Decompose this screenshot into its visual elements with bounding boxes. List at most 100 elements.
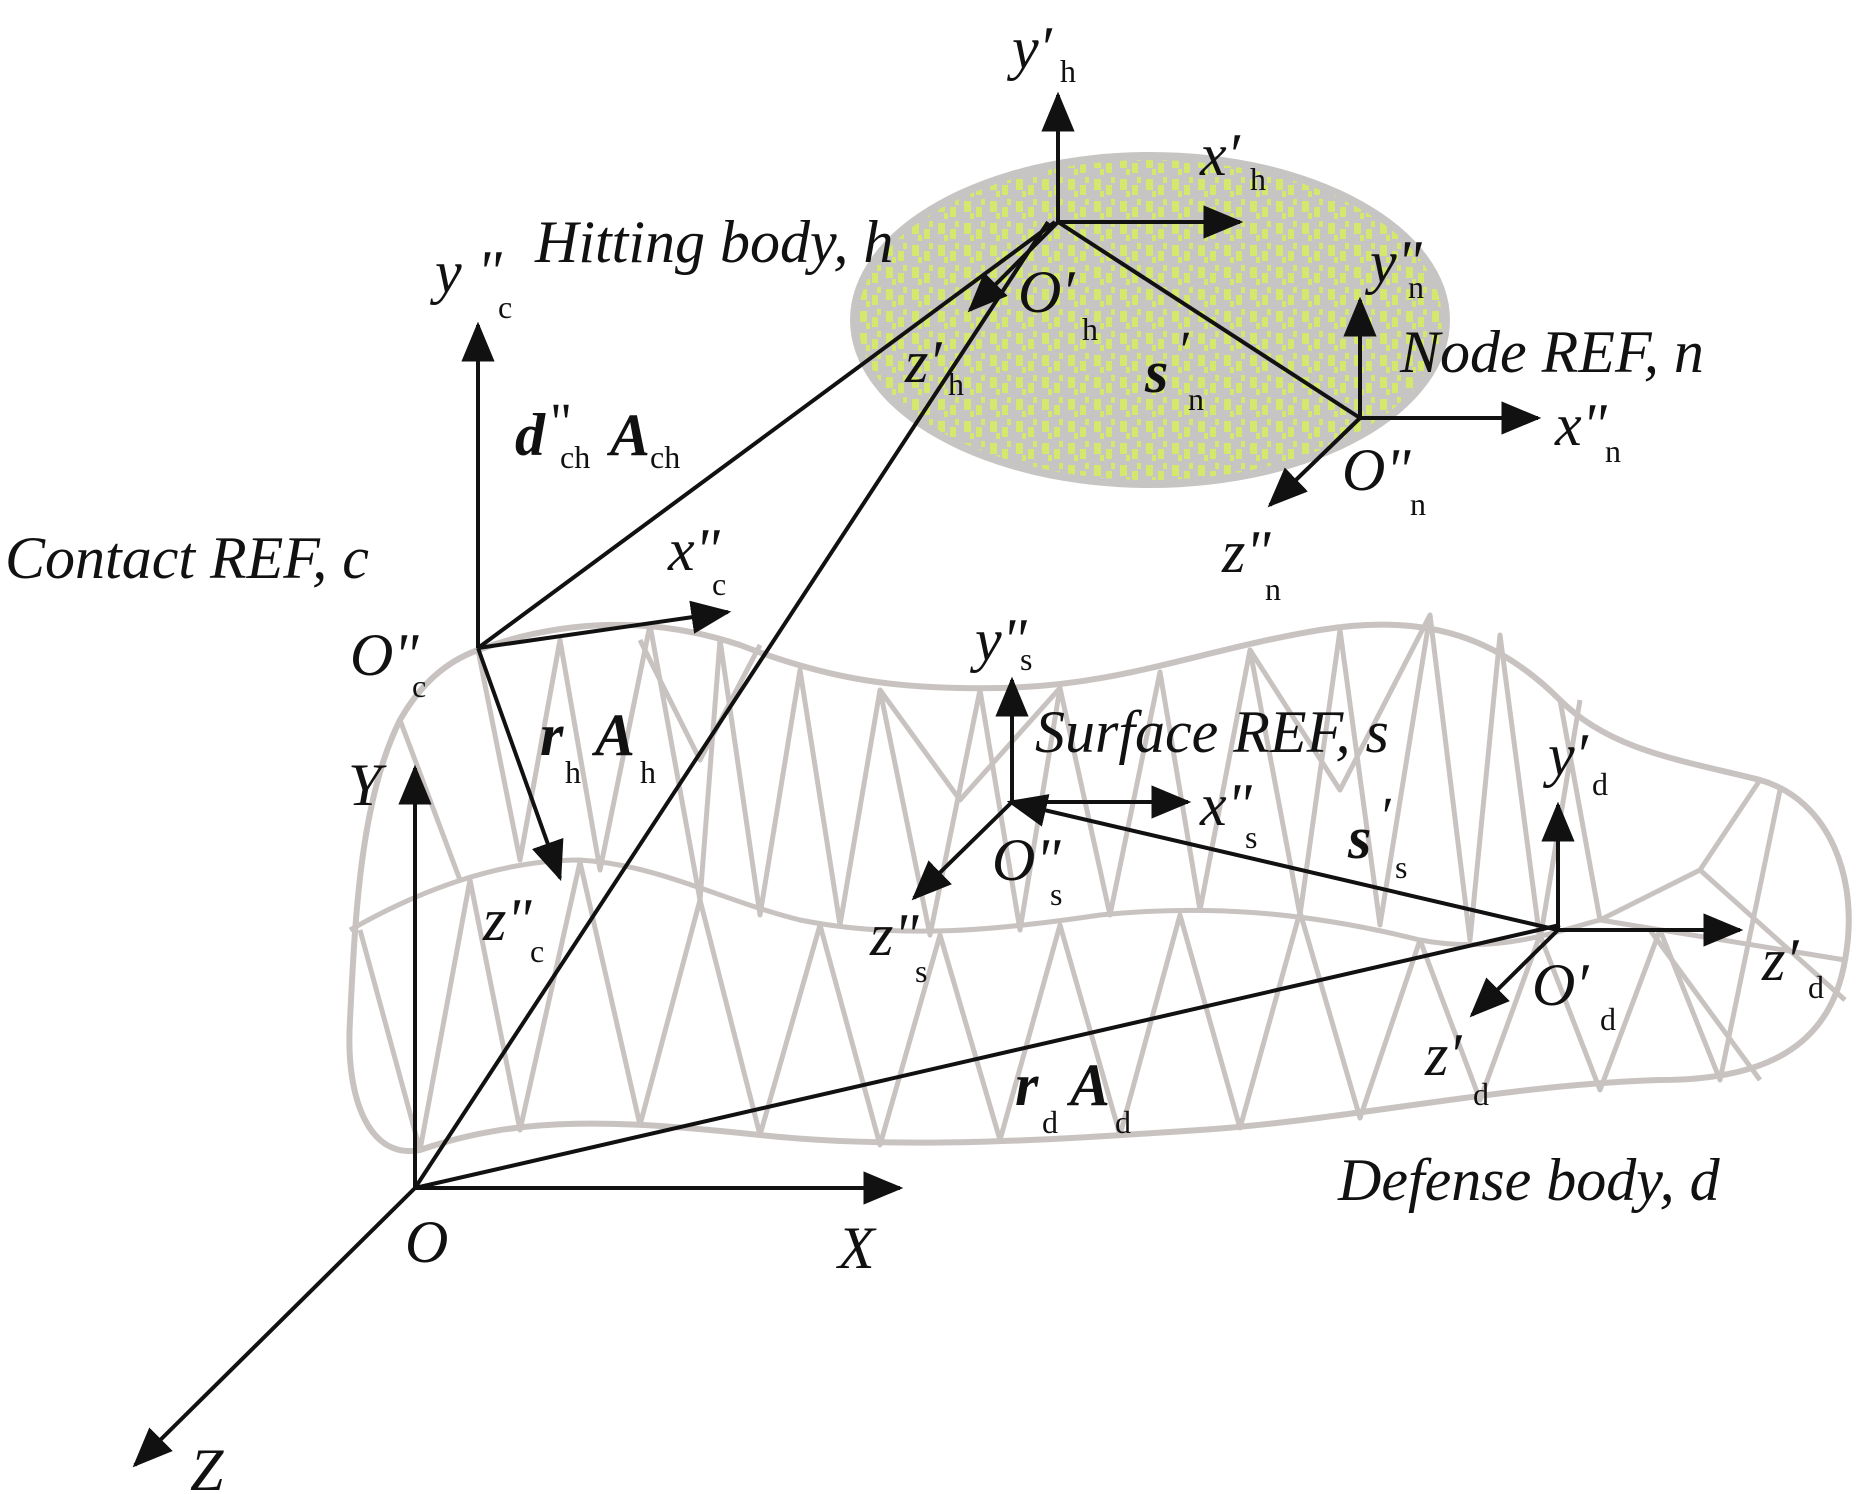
svg-text:c: c [412, 668, 426, 704]
svg-text:d: d [1115, 1104, 1131, 1140]
svg-text:s: s [1144, 339, 1168, 405]
frame-d-y-label: y′ d [1542, 722, 1608, 802]
svg-text:y′: y′ [1542, 722, 1589, 788]
frame-h-x-label: x′ h [1199, 122, 1266, 197]
svg-text:A: A [591, 702, 635, 768]
svg-text:s: s [1347, 805, 1371, 871]
svg-text:x": x" [1199, 772, 1253, 838]
svg-text:z′: z′ [1761, 927, 1799, 993]
svg-text:c: c [712, 566, 726, 602]
frame-s-x-label: x" s [1199, 772, 1257, 855]
svg-text:s: s [915, 953, 927, 989]
frame-c-x-label: x" c [667, 517, 726, 602]
svg-text:s: s [1050, 876, 1062, 912]
contact-ref-label: Contact REF, c [5, 525, 369, 591]
hitting-body [850, 152, 1450, 488]
body-labels: Hitting body, h Defense body, d Contact … [5, 209, 1721, 1213]
global-origin-label: O [405, 1209, 448, 1275]
d-ch-vector-label: d " ch A ch [515, 392, 680, 475]
frame-n-y-label: y" n [1364, 229, 1424, 305]
node-ref-label: Node REF, n [1399, 319, 1704, 385]
svg-text:y ": y " [429, 239, 503, 305]
svg-text:y′: y′ [1006, 15, 1053, 81]
svg-text:A: A [1066, 1052, 1110, 1118]
svg-text:y": y" [969, 607, 1028, 673]
svg-text:O′: O′ [1532, 952, 1589, 1018]
global-frame-labels: Y X Z O [190, 752, 877, 1494]
svg-text:A: A [606, 402, 650, 468]
defense-body-label: Defense body, d [1337, 1147, 1721, 1213]
svg-text:d: d [1592, 766, 1608, 802]
defense-frame-axes [1469, 801, 1744, 1018]
svg-text:d: d [1473, 1076, 1489, 1112]
svg-text:x′: x′ [1199, 122, 1241, 188]
hitting-frame-labels: y′ h x′ h z′ h O′ h [904, 15, 1266, 402]
vector-labels: d " ch A ch r h A h r d A d s ′ n s ′ s [515, 320, 1407, 1140]
s-n-vector-label: s ′ n [1144, 320, 1204, 417]
frame-s-z-label: z" s [869, 902, 927, 989]
svg-text:z′: z′ [1424, 1022, 1462, 1088]
svg-text:y": y" [1364, 229, 1423, 295]
svg-text:′: ′ [1180, 320, 1192, 380]
svg-text:r: r [1015, 1052, 1039, 1118]
position-vectors [413, 220, 1561, 1190]
s-s-vector-label: s ′ s [1347, 786, 1407, 885]
svg-text:x": x" [1554, 392, 1608, 458]
node-frame-axes [1267, 296, 1542, 508]
svg-text:n: n [1408, 269, 1424, 305]
svg-text:h: h [565, 754, 581, 790]
r-d-vector-label: r d A d [1015, 1052, 1131, 1140]
svg-text:z": z" [1221, 519, 1271, 585]
global-x-label: X [836, 1215, 877, 1281]
frame-s-y-label: y" s [969, 607, 1032, 677]
svg-text:d: d [1042, 1104, 1058, 1140]
svg-text:s: s [1245, 819, 1257, 855]
svg-text:h: h [1250, 161, 1266, 197]
contact-frame-axes [461, 321, 732, 882]
frame-c-z-label: z" c [482, 887, 544, 969]
frame-s-origin-label: O" s [992, 827, 1062, 912]
frame-n-origin-label: O" n [1342, 437, 1426, 522]
frame-h-z-label: z′ h [904, 329, 964, 402]
svg-text:n: n [1188, 381, 1204, 417]
svg-text:n: n [1410, 486, 1426, 522]
svg-text:r: r [540, 702, 564, 768]
contact-frame-labels: y " c x" c z" c O" c [350, 239, 726, 969]
frame-h-origin-label: O′ h [1018, 259, 1098, 347]
svg-text:n: n [1605, 433, 1621, 469]
frame-d-z-label: z′ d [1424, 1022, 1489, 1112]
svg-text:h: h [640, 754, 656, 790]
svg-text:s: s [1020, 641, 1032, 677]
surface-frame-axes [911, 676, 1192, 901]
hitting-frame-axes [967, 91, 1244, 313]
frame-h-y-label: y′ h [1006, 15, 1076, 89]
svg-text:O": O" [350, 622, 419, 688]
svg-text:c: c [498, 289, 512, 325]
frame-c-y-label: y " c [429, 239, 512, 325]
svg-text:h: h [948, 366, 964, 402]
global-frame-axes [132, 764, 904, 1468]
surface-frame-labels: y" s x" s z" s O" s [869, 607, 1257, 989]
frame-c-origin-label: O" c [350, 622, 426, 704]
svg-text:O": O" [1342, 437, 1411, 503]
node-frame-labels: y" n x" n z" n O" n [1221, 229, 1621, 607]
svg-text:ch: ch [650, 439, 680, 475]
svg-text:O": O" [992, 827, 1061, 893]
svg-text:x": x" [667, 517, 721, 583]
svg-text:d: d [1600, 1001, 1616, 1037]
global-y-label: Y [348, 752, 387, 818]
frame-n-z-label: z" n [1221, 519, 1281, 607]
svg-text:c: c [530, 933, 544, 969]
svg-text:d: d [515, 402, 546, 468]
svg-text:h: h [1060, 53, 1076, 89]
svg-text:h: h [1082, 311, 1098, 347]
hitting-body-label: Hitting body, h [534, 209, 893, 275]
frame-d-origin-label: O′ d [1532, 952, 1616, 1037]
r-h-vector-label: r h A h [540, 702, 656, 790]
svg-text:O′: O′ [1018, 259, 1075, 325]
defense-frame-labels: y′ d z′ d z′ d O′ d [1424, 722, 1824, 1112]
defense-body-mesh [346, 612, 1852, 1155]
svg-text:z": z" [869, 902, 919, 968]
